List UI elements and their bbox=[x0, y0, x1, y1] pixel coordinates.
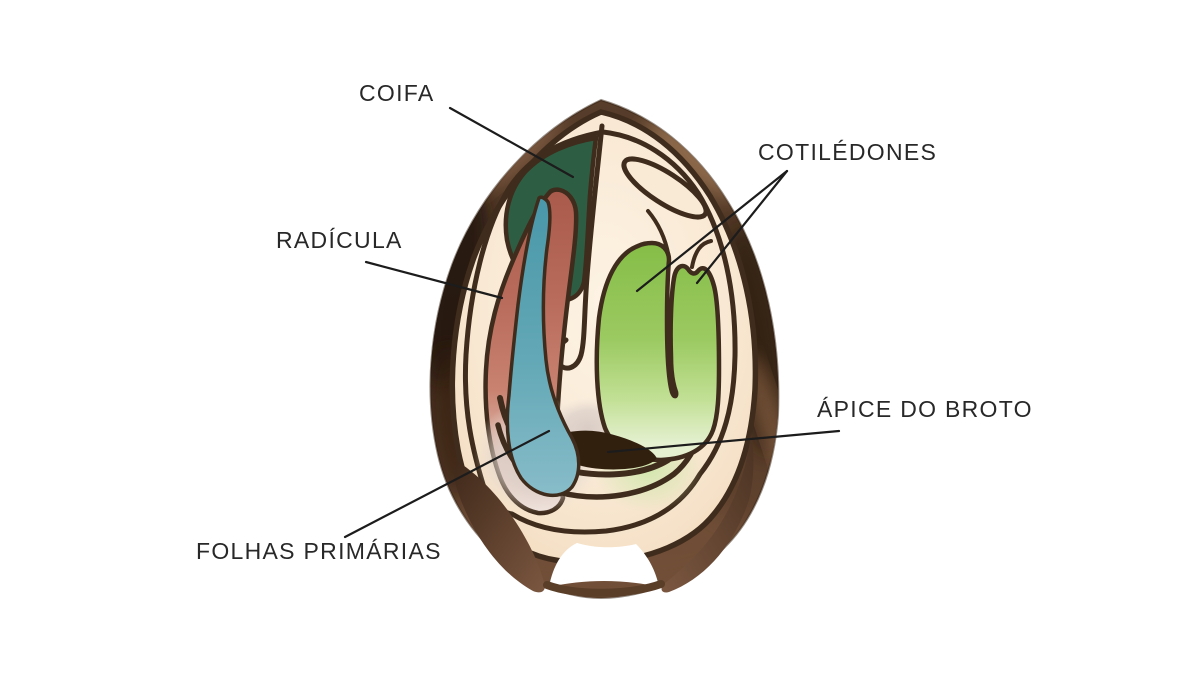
inner-wall-line bbox=[462, 129, 738, 535]
label-apice-do-broto: ÁPICE DO BROTO bbox=[817, 396, 1033, 422]
label-folhas-primarias: FOLHAS PRIMÁRIAS bbox=[196, 538, 442, 564]
hairpin-fold bbox=[621, 156, 709, 220]
hilum-strip bbox=[543, 580, 665, 597]
label-cotiledones: COTILÉDONES bbox=[758, 139, 938, 165]
leader-cotiledones-1 bbox=[635, 169, 789, 293]
label-radicula: RADÍCULA bbox=[276, 227, 403, 253]
hilum-window bbox=[549, 543, 659, 587]
leader-coifa bbox=[448, 106, 575, 179]
label-coifa: COIFA bbox=[359, 80, 435, 106]
leader-folhas bbox=[343, 429, 551, 539]
leader-cotiledones-2 bbox=[695, 169, 789, 285]
seed-coat-right-leg bbox=[661, 432, 754, 593]
leader-apice bbox=[606, 429, 841, 454]
leader-radicula bbox=[364, 260, 504, 300]
folhas-primarias-shape bbox=[505, 195, 581, 498]
cotyledon-fold-line-left bbox=[646, 209, 671, 260]
leader-lines bbox=[343, 106, 841, 539]
seed-coat-left-leg bbox=[454, 462, 545, 593]
cotyledon-fold-line-right bbox=[690, 239, 713, 269]
